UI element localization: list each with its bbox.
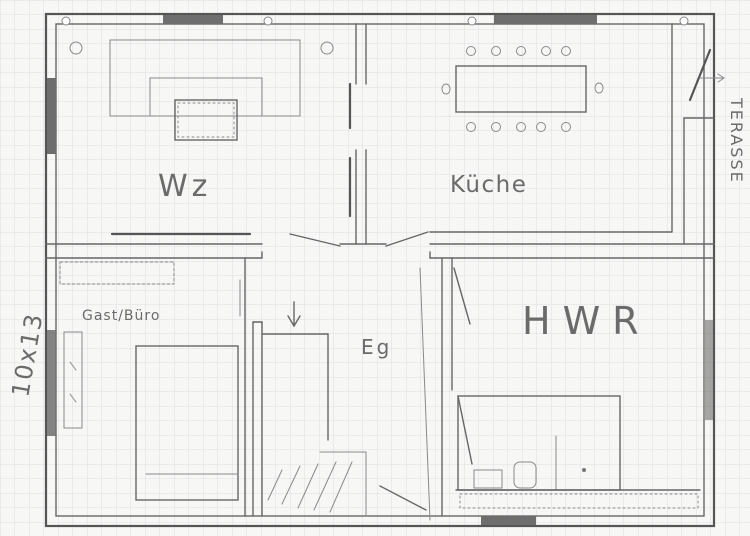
window-right xyxy=(705,320,713,420)
washing-machine xyxy=(473,469,503,489)
window-left-upper xyxy=(47,78,56,154)
terrace-door xyxy=(688,48,712,102)
dining-table xyxy=(441,46,604,132)
window-bottom xyxy=(481,516,536,525)
dryer xyxy=(513,461,537,489)
staircase xyxy=(252,301,367,517)
window-left-lower xyxy=(47,330,56,436)
hall-doors xyxy=(261,231,431,259)
windows xyxy=(47,15,713,525)
interior-wall-wz-kueche xyxy=(339,23,387,245)
bed xyxy=(135,345,239,501)
entrance-door xyxy=(379,485,427,511)
kitchen-terrace-wall xyxy=(429,23,725,245)
room-label-hallway: Eg xyxy=(361,335,392,359)
interior-wall-horizontal xyxy=(45,232,715,259)
desk xyxy=(63,331,83,429)
outer-walls xyxy=(44,12,716,528)
room-label-kitchen: Küche xyxy=(450,172,527,198)
room-label-guest-office: Gast/Büro xyxy=(82,308,160,324)
window-top-right xyxy=(494,15,597,24)
window-top-left xyxy=(163,15,223,24)
living-room-furniture xyxy=(69,39,334,141)
utility-room xyxy=(379,257,701,521)
room-label-living: Wz xyxy=(158,169,211,204)
guest-room xyxy=(59,257,246,517)
terrace-label: TERASSE xyxy=(727,97,746,184)
corner-posts xyxy=(61,16,689,26)
room-label-utility: HWR xyxy=(522,299,651,343)
